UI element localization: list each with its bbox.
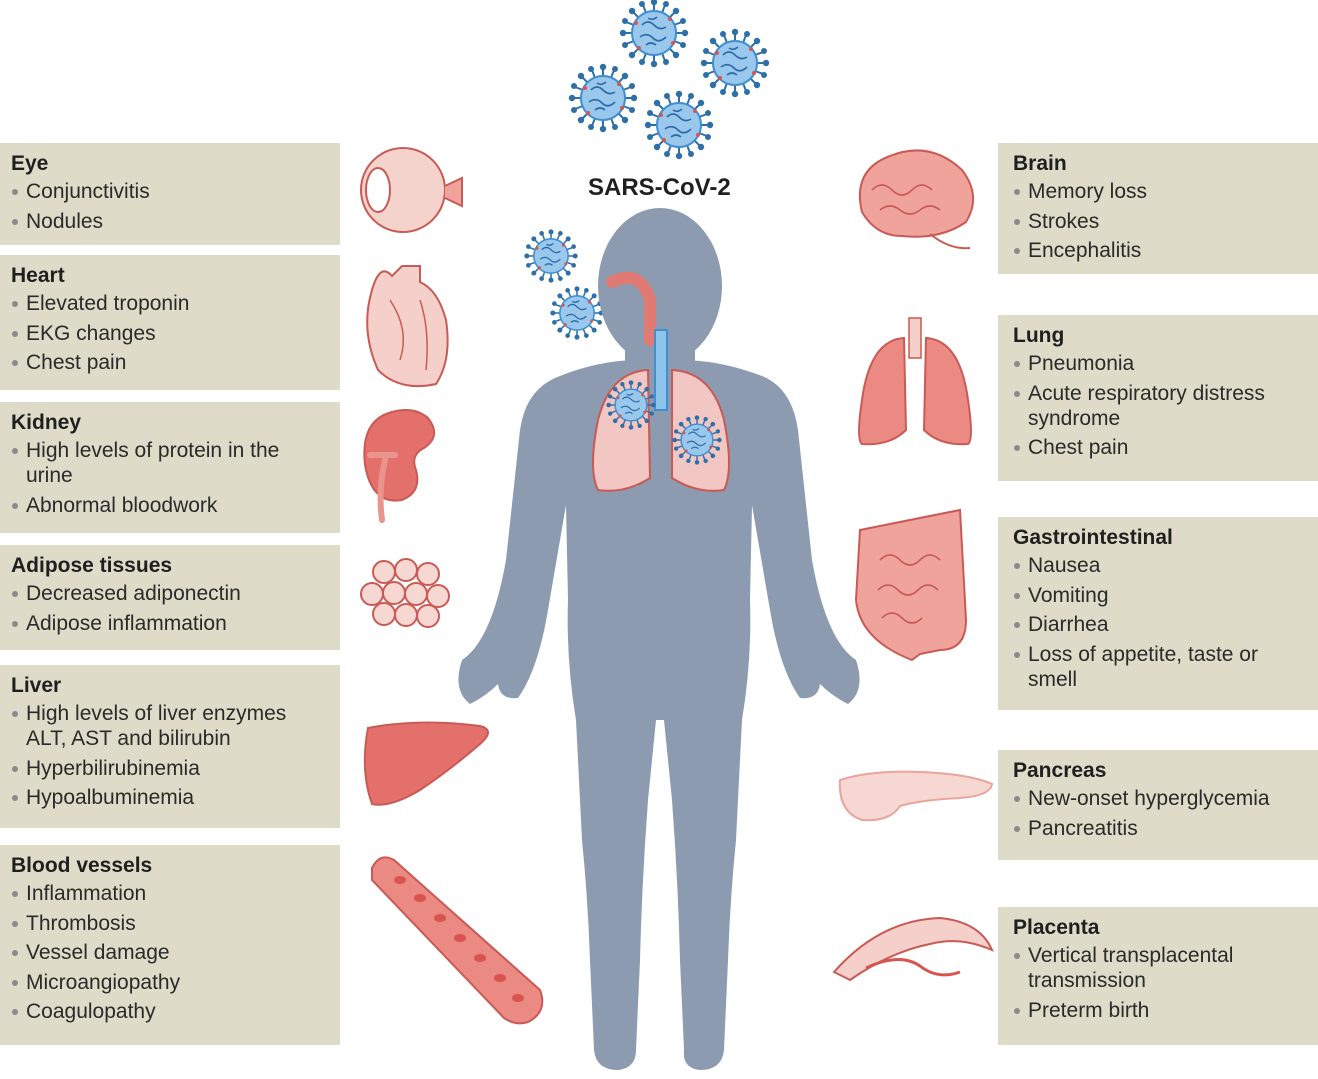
panel-title: Heart [11,264,65,287]
list-item: Nausea [1013,553,1308,578]
list-item: Loss of appetite, taste or smell [1013,642,1308,692]
adipose-icon [360,558,450,628]
panel-liver: Liver High levels of liver enzymes ALT, … [0,665,340,828]
panel-title: Pancreas [1013,759,1107,782]
list-item: Conjunctivitis [11,179,330,204]
list-item: Decreased adiponectin [11,581,330,606]
brain-icon [858,149,974,250]
eye-icon [360,147,463,233]
panel-title: Eye [11,152,49,175]
liver-icon [363,721,489,806]
panel-title: Brain [1013,152,1067,175]
list-item: EKG changes [11,321,330,346]
panel-brain: Brain Memory loss Strokes Encephalitis [998,143,1318,274]
kidney-icon [363,409,435,523]
list-item: Elevated troponin [11,291,330,316]
placenta-icon [832,916,994,982]
list-item: Encephalitis [1013,238,1308,263]
panel-gastrointestinal: Gastrointestinal Nausea Vomiting Diarrhe… [998,517,1318,710]
panel-adipose: Adipose tissues Decreased adiponectin Ad… [0,545,340,650]
list-item: Microangiopathy [11,970,330,995]
intestine-icon [854,508,968,662]
list-item: Inflammation [11,881,330,906]
list-item: Diarrhea [1013,612,1308,637]
list-item: Vertical transplacental transmission [1013,943,1308,993]
list-item: Acute respiratory distress syndrome [1013,381,1308,431]
blood-vessel-icon [371,856,544,1025]
virus-label: SARS-CoV-2 [588,174,731,201]
panel-kidney: Kidney High levels of protein in the uri… [0,402,340,533]
pancreas-icon [838,770,994,822]
list-item: Strokes [1013,209,1308,234]
list-item: Pneumonia [1013,351,1308,376]
list-item: Abnormal bloodwork [11,493,330,518]
panel-title: Lung [1013,324,1065,347]
human-body-silhouette [458,208,860,1070]
body-lungs [592,271,730,492]
panel-lung: Lung Pneumonia Acute respiratory distres… [998,315,1318,481]
panel-title: Blood vessels [11,854,153,877]
list-item: Preterm birth [1013,998,1308,1023]
list-item: Vomiting [1013,583,1308,608]
list-item: Chest pain [11,350,330,375]
panel-blood-vessels: Blood vessels Inflammation Thrombosis Ve… [0,845,340,1045]
panel-pancreas: Pancreas New-onset hyperglycemia Pancrea… [998,750,1318,860]
list-item: Vessel damage [11,940,330,965]
list-item: Coagulopathy [11,999,330,1024]
list-item: Thrombosis [11,911,330,936]
panel-title: Placenta [1013,916,1100,939]
panel-eye: Eye Conjunctivitis Nodules [0,143,340,245]
list-item: High levels of liver enzymes ALT, AST an… [11,701,330,751]
list-item: New-onset hyperglycemia [1013,786,1308,811]
panel-title: Adipose tissues [11,554,173,577]
panel-heart: Heart Elevated troponin EKG changes Ches… [0,255,340,390]
list-item: Hyperbilirubinemia [11,756,330,781]
list-item: Hypoalbuminemia [11,785,330,810]
panel-title: Gastrointestinal [1013,526,1173,549]
list-item: Nodules [11,209,330,234]
panel-title: Kidney [11,411,82,434]
list-item: High levels of protein in the urine [11,438,330,488]
list-item: Adipose inflammation [11,611,330,636]
panel-placenta: Placenta Vertical transplacental transmi… [998,907,1318,1045]
lung-icon [858,317,972,446]
heart-icon [366,265,449,388]
list-item: Chest pain [1013,435,1308,460]
list-item: Memory loss [1013,179,1308,204]
panel-title: Liver [11,674,62,697]
list-item: Pancreatitis [1013,816,1308,841]
